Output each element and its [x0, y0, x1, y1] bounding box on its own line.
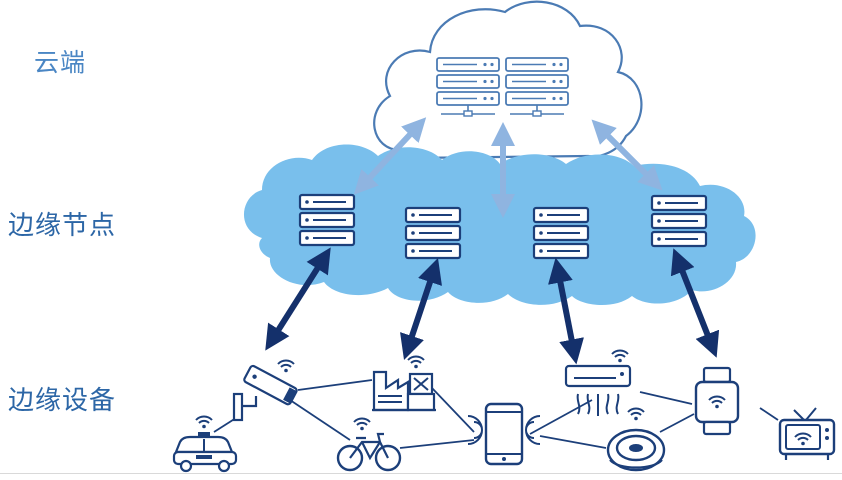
- security-camera-icon: [232, 359, 298, 422]
- double-arrow: [353, 117, 427, 195]
- taxi-icon: [172, 415, 238, 473]
- bottom-divider: [0, 473, 842, 474]
- cloud-layer: [373, 0, 643, 160]
- double-arrow: [670, 248, 720, 358]
- air-conditioner-icon: [564, 349, 632, 416]
- label-edge-device: 边缘设备: [8, 386, 117, 416]
- cloud-edge-arrows: [353, 117, 663, 218]
- label-edge-node: 边缘节点: [8, 211, 117, 241]
- double-arrow: [265, 247, 331, 351]
- double-arrow: [591, 119, 663, 191]
- factory-icon: [372, 355, 436, 412]
- double-arrow: [400, 258, 442, 360]
- smartphone-icon: [467, 402, 541, 466]
- robot-vacuum-icon: [606, 407, 666, 472]
- server-rack-icon: [650, 194, 708, 248]
- device-edge-arrows: [265, 247, 720, 365]
- double-arrow: [548, 257, 584, 365]
- server-rack-icon: [298, 193, 356, 247]
- server-rack-icon: [404, 206, 462, 260]
- television-icon: [778, 407, 836, 460]
- smartwatch-icon: [694, 366, 740, 436]
- label-cloud: 云端: [34, 48, 87, 77]
- server-rack-icon: [532, 206, 590, 260]
- device-links: [213, 379, 779, 449]
- edge-node-cloud: [243, 144, 756, 306]
- bicycle-icon: [336, 417, 402, 472]
